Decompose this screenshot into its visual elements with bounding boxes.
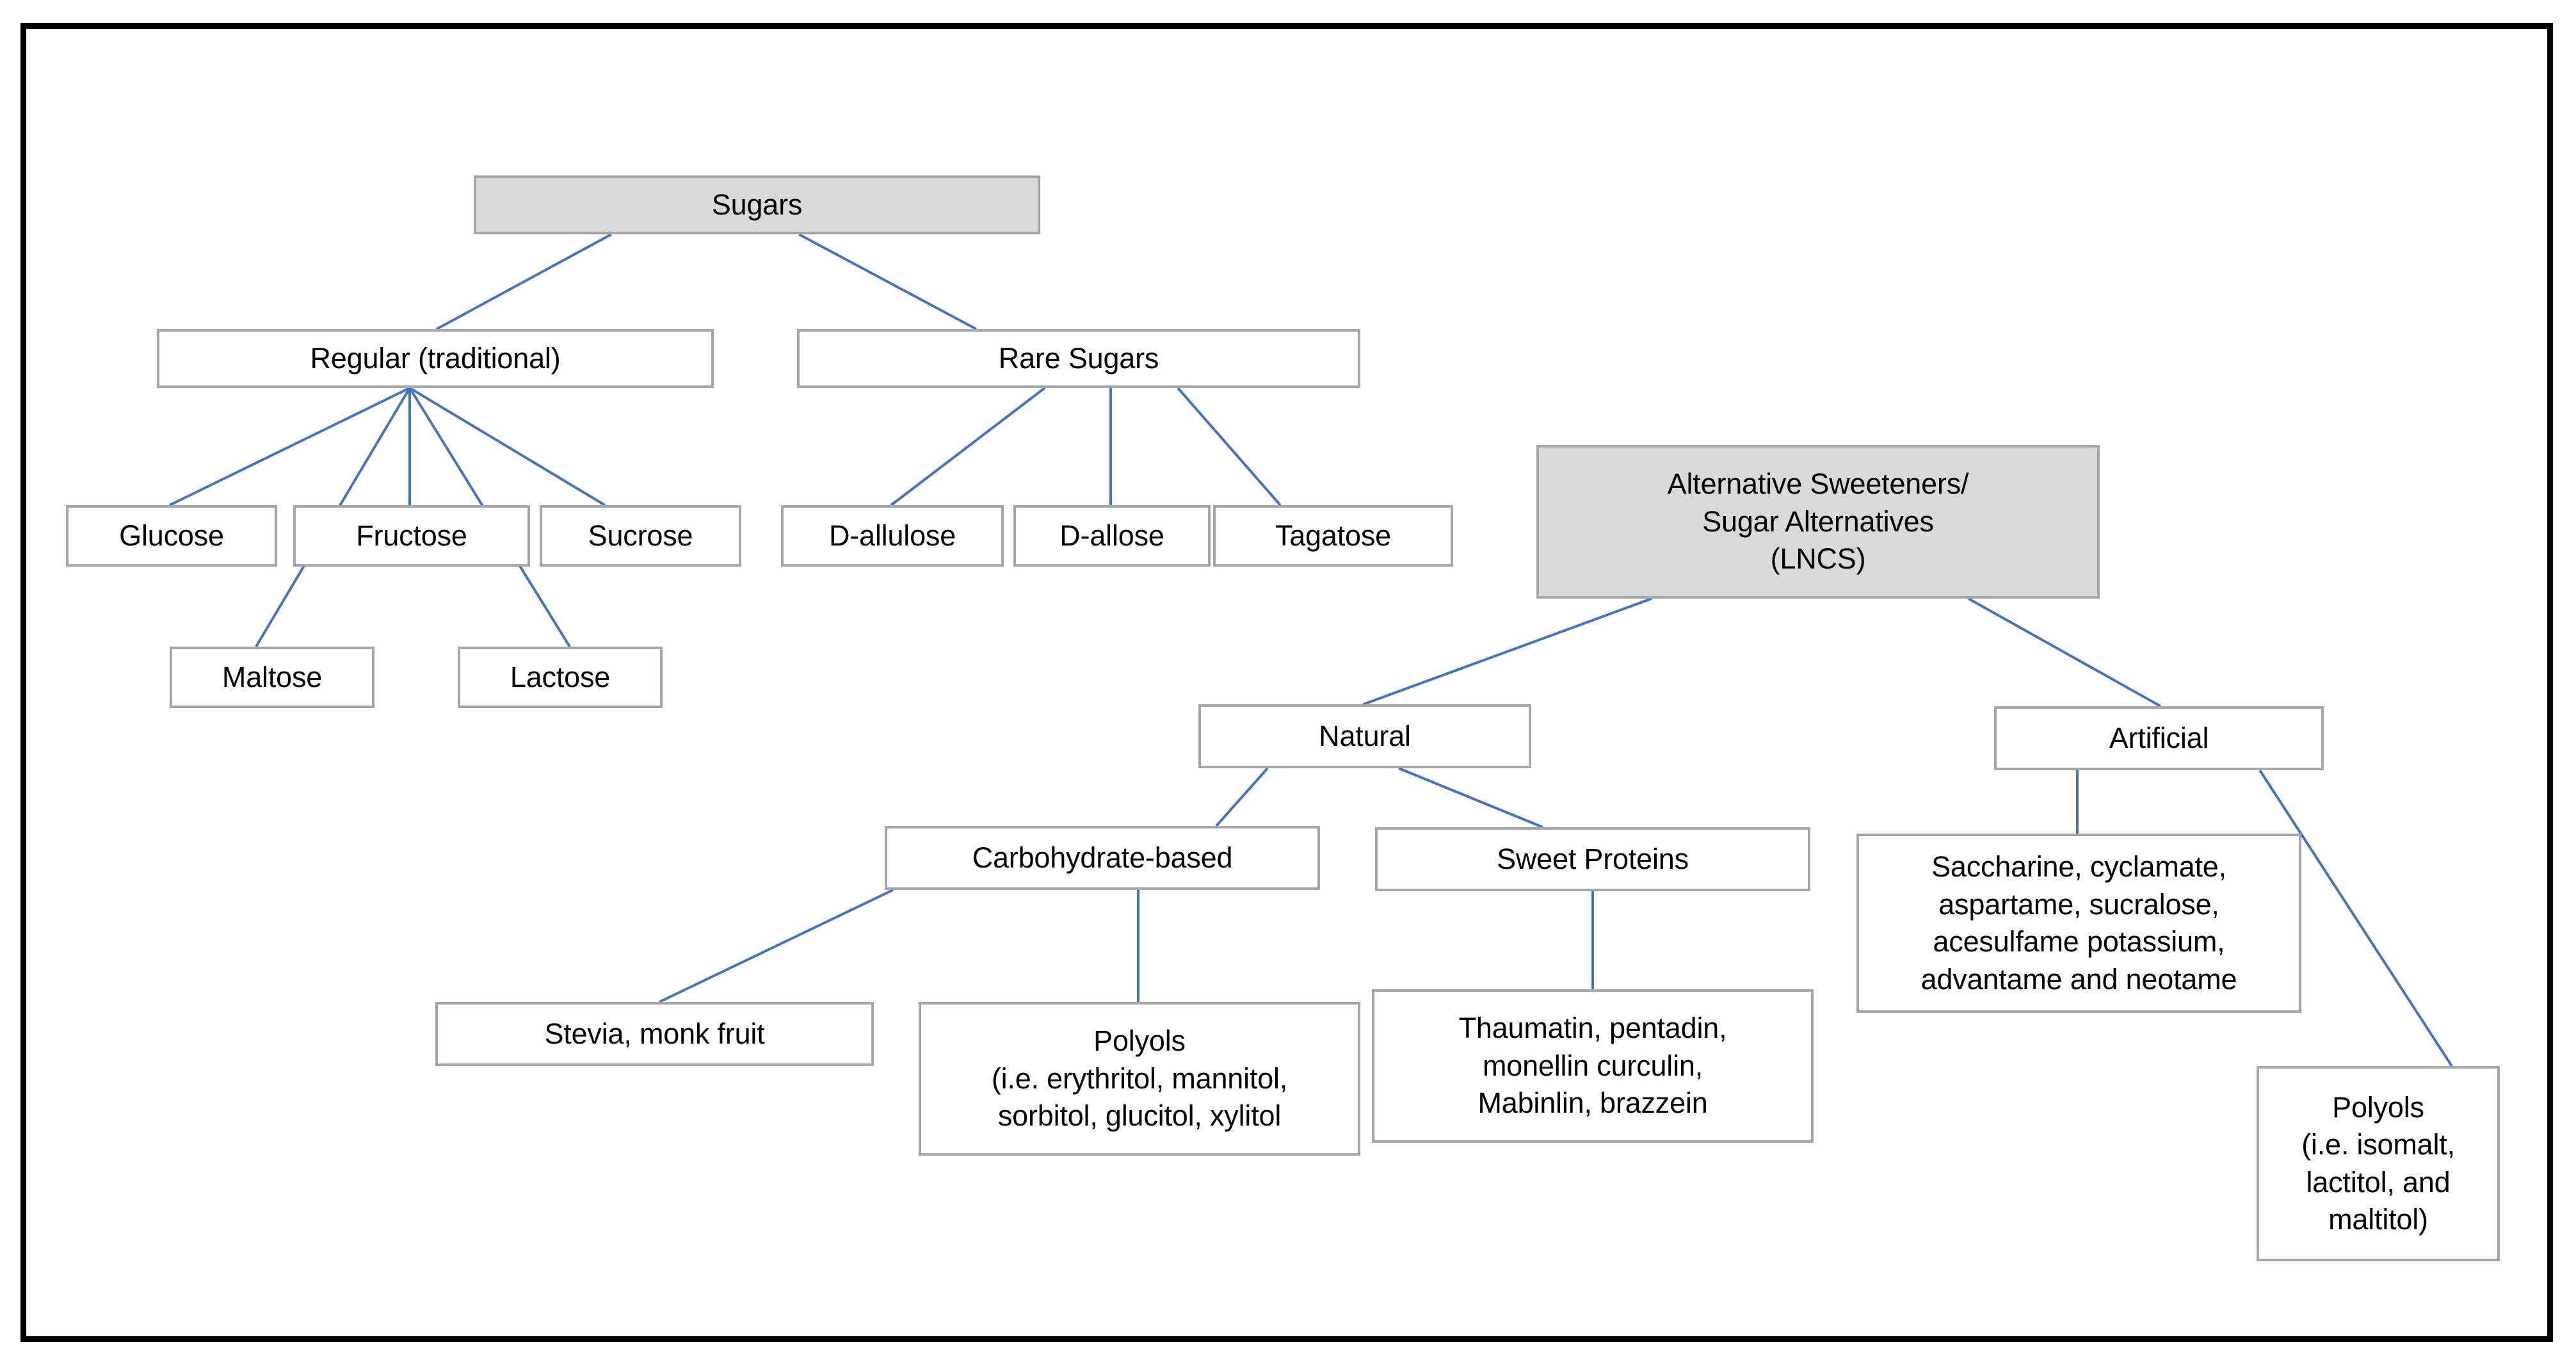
node-glucose: Glucose	[66, 505, 277, 567]
node-maltose: Maltose	[170, 647, 374, 708]
node-alternative: Alternative Sweeteners/ Sugar Alternativ…	[1536, 445, 2100, 599]
node-carbohydrate: Carbohydrate-based	[885, 826, 1320, 890]
node-fructose: Fructose	[293, 505, 530, 567]
node-lactose: Lactose	[458, 647, 663, 708]
node-sugars: Sugars	[474, 175, 1040, 234]
node-sweet-proteins: Sweet Proteins	[1375, 827, 1810, 891]
node-tagatose: Tagatose	[1213, 505, 1453, 567]
node-sucrose: Sucrose	[540, 505, 741, 567]
node-polyols-natural: Polyols (i.e. erythritol, mannitol, sorb…	[919, 1002, 1360, 1156]
node-artificial: Artificial	[1994, 706, 2324, 770]
node-d-allose: D-allose	[1013, 505, 1211, 567]
node-d-allulose: D-allulose	[781, 505, 1004, 567]
node-stevia: Stevia, monk fruit	[435, 1002, 874, 1066]
node-natural: Natural	[1198, 704, 1531, 768]
node-polyols-artificial: Polyols (i.e. isomalt, lactitol, and mal…	[2257, 1066, 2500, 1261]
node-regular: Regular (traditional)	[157, 329, 714, 388]
node-sweet-protein-list: Thaumatin, pentadin, monellin curculin, …	[1372, 989, 1814, 1143]
node-saccharine-list: Saccharine, cyclamate, aspartame, sucral…	[1856, 834, 2301, 1013]
node-rare-sugars: Rare Sugars	[797, 329, 1360, 388]
